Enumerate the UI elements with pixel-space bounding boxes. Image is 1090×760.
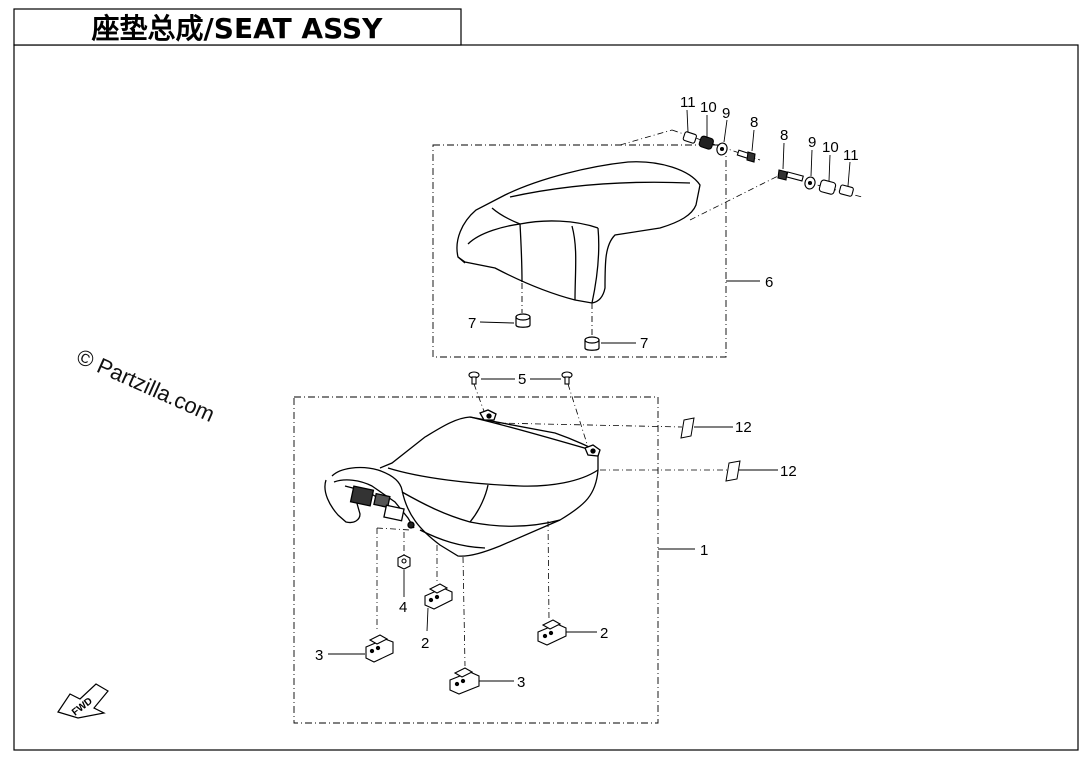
callout-4: 4 [399,599,407,616]
grommet-7-left [515,283,531,328]
fwd-arrow-icon: FWD [57,683,109,719]
callout-11b: 11 [843,147,859,164]
axis-line-12a [495,422,683,428]
bolt-8-shank-lower [785,171,804,182]
callout-8a: 8 [750,114,758,131]
callout-7a: 7 [468,315,476,332]
page-title: 座垫总成/SEAT ASSY [92,12,384,45]
grommet-7-right [584,303,600,351]
diagram-border [13,44,1079,751]
callout-12a: 12 [735,419,752,436]
watermark-text: © Partzilla.com [73,344,219,427]
rubber-block-3-right [449,667,480,695]
callout-3b: 3 [517,674,525,691]
callout-1: 1 [700,542,708,559]
bolt-8-head-lower [777,169,788,181]
callout-9a: 9 [722,105,730,122]
axis-line-lower [689,174,781,221]
passenger-seat [456,161,701,304]
fastener-stack-lower [777,169,854,197]
nut-4 [397,554,411,570]
pad-12-upper [680,417,695,439]
screw-5-left [468,371,486,415]
fastener-leaders [686,109,851,187]
title-box [13,8,462,46]
rider-seat-group-box [293,396,659,724]
callout-2b: 2 [600,625,608,642]
callout-5: 5 [518,371,526,388]
bushing-11-lower [838,184,854,197]
callout-9b: 9 [808,134,816,151]
fastener-stack-upper [682,131,756,163]
pad-12-lower [725,460,741,482]
callout-8b: 8 [780,127,788,144]
screw-5-right [561,371,589,448]
passenger-seat-group-box [432,144,727,358]
callout-11a: 11 [680,94,696,111]
callout-10b: 10 [822,139,839,156]
rider-seat [324,409,601,557]
rubber-block-3-left [365,634,394,663]
callout-3a: 3 [315,647,323,664]
collar-10-upper [698,135,714,150]
callout-6: 6 [765,274,773,291]
callout-2a: 2 [421,635,429,652]
callout-12b: 12 [780,463,797,480]
leader-7a [479,321,515,324]
bolt-8-head-upper [746,151,756,163]
rubber-block-2-right [537,619,567,646]
axis-line-upper [619,129,673,146]
callout-10a: 10 [700,99,717,116]
axis-lines-lower [376,520,550,667]
bushing-11-upper [682,131,697,144]
callout-7b: 7 [640,335,648,352]
collar-10-lower [818,179,837,195]
rubber-block-2-left [424,583,453,610]
leader-2a [426,607,429,632]
